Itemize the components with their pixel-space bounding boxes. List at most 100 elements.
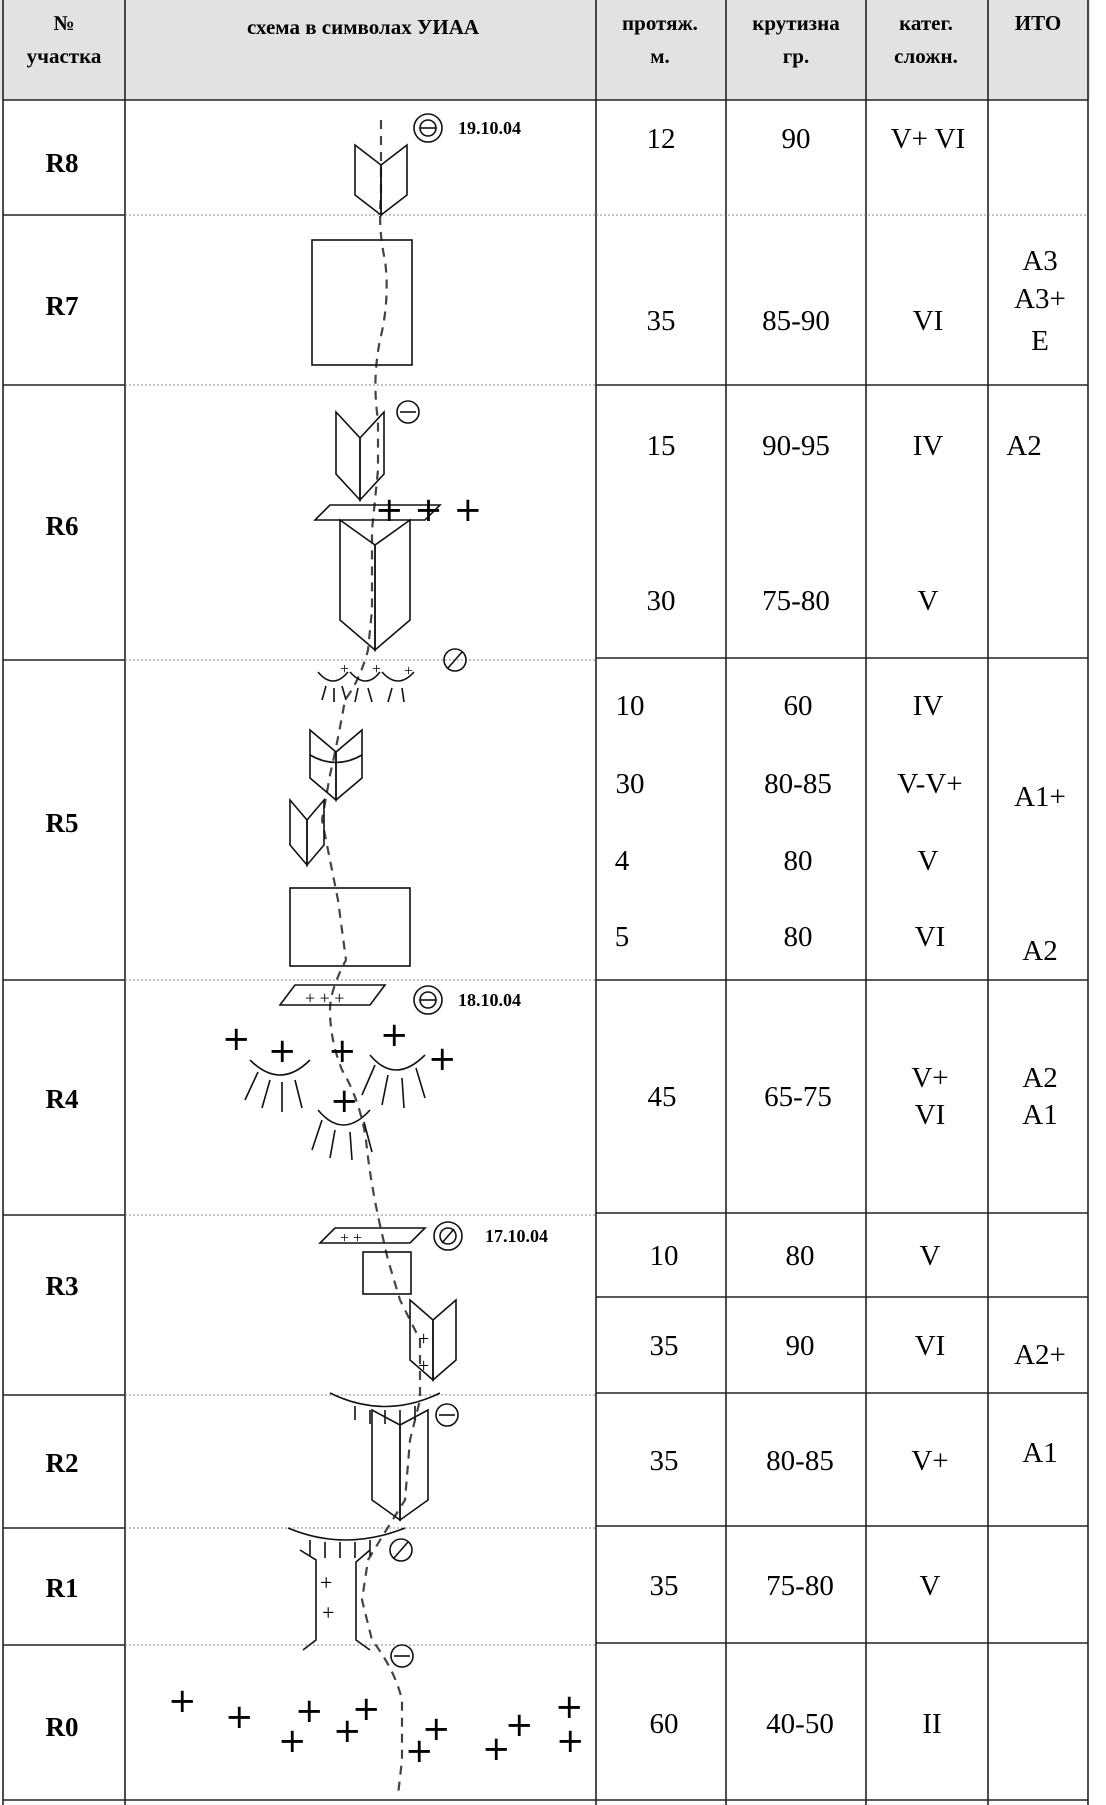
r1-steepness: 75-80: [766, 1570, 834, 1602]
r2-length: 35: [650, 1445, 679, 1477]
r5c-steepness: 80: [784, 845, 813, 877]
header-category-2: сложн.: [894, 44, 958, 68]
r5c-length: 4: [615, 845, 630, 877]
r7-category: VI: [913, 305, 944, 337]
r7-ito-1: A3: [1022, 245, 1057, 277]
svg-text:+ +: + +: [340, 1230, 362, 1247]
svg-text:+: +: [555, 1687, 584, 1727]
r5a-steepness: 60: [784, 690, 813, 722]
svg-text:+: +: [422, 1709, 451, 1749]
svg-text:+: +: [168, 1681, 197, 1721]
r3a-steepness: 80: [786, 1240, 815, 1272]
r0-steepness: 40-50: [766, 1708, 834, 1740]
svg-text:+: +: [418, 1328, 429, 1350]
svg-text:+: +: [278, 1721, 307, 1761]
r4-steepness: 65-75: [764, 1081, 832, 1113]
svg-text:+: +: [404, 663, 413, 680]
svg-text:+: +: [222, 1019, 251, 1059]
ledge-icon-r3: + +: [318, 1227, 427, 1247]
r4-length: 45: [648, 1081, 677, 1113]
header-category-1: катег.: [899, 11, 953, 35]
r7-ito-3: E: [1031, 325, 1049, 357]
r6a-ito: A2: [1006, 430, 1041, 462]
r3b-steepness: 90: [786, 1330, 815, 1362]
overhang-icon-r2: [329, 1392, 441, 1424]
r2-steepness: 80-85: [766, 1445, 834, 1477]
r5d-steepness: 80: [784, 921, 813, 953]
r4-ito-1: A2: [1022, 1062, 1057, 1094]
r7-length: 35: [647, 305, 676, 337]
bivouac-lying-icon-r5: [443, 648, 467, 672]
bivouac-lying-icon-r1: [389, 1538, 413, 1562]
wall-icon-r7: [311, 239, 413, 366]
section-r2: R2: [46, 1448, 79, 1478]
svg-text:+: +: [295, 1691, 324, 1731]
r3b-category: VI: [915, 1330, 946, 1362]
header-scheme: схема в символах УИАА: [247, 15, 480, 39]
r5d-ito: A2: [1022, 935, 1057, 967]
svg-text:+ + +: + + +: [305, 988, 344, 1008]
svg-text:+: +: [328, 1031, 357, 1071]
r6a-length: 15: [647, 430, 676, 462]
data-cells: 12 90 V+ VI 35 85-90 VI A3 A3+ E 15 90-9…: [615, 123, 1066, 1740]
svg-text:+: +: [556, 1721, 585, 1761]
svg-text:+: +: [322, 1600, 334, 1625]
scree-icon-r0: + + + + + + + + + + + +: [168, 1681, 585, 1771]
svg-text:+: +: [268, 1031, 297, 1071]
bivouac-sitting-icon-r0: [390, 1644, 414, 1668]
bivouac-sitting-icon-r8: [413, 113, 443, 143]
r4-category-2: VI: [915, 1099, 946, 1131]
svg-text:+: +: [225, 1697, 254, 1737]
r0-length: 60: [650, 1708, 679, 1740]
block-icon-r3: [362, 1251, 412, 1295]
bivouac-lying-icon-r3: [433, 1221, 463, 1251]
prism-icon-r2: [371, 1408, 429, 1522]
r3b-ito: A2+: [1014, 1339, 1066, 1371]
section-r1: R1: [46, 1573, 79, 1603]
section-labels: R8 R7 R6 R5 R4 R3 R2 R1 R0: [46, 148, 79, 1742]
r3a-length: 10: [650, 1240, 679, 1272]
r5b-category: V-V+: [897, 768, 962, 800]
ledge-icon-r4: + + +: [278, 984, 387, 1008]
date-17-10-04: 17.10.04: [485, 1226, 548, 1246]
r4-ito-2: A1: [1022, 1099, 1057, 1131]
uiaa-scheme-drawing: 19.10.04 + + + + + +: [168, 113, 585, 1796]
corner-icon-r5b: [289, 797, 325, 868]
section-r4: R4: [46, 1084, 79, 1114]
svg-text:+: +: [352, 1689, 381, 1729]
r5b-ito: A1+: [1014, 781, 1066, 813]
header-length-1: протяж.: [622, 11, 698, 35]
svg-text:+: +: [333, 1711, 362, 1751]
r5b-length: 30: [616, 768, 645, 800]
r3a-category: V: [920, 1240, 941, 1272]
date-19-10-04: 19.10.04: [458, 118, 521, 138]
svg-text:+: +: [372, 661, 381, 678]
ledge-icon-r6: + + +: [313, 490, 482, 530]
svg-text:+: +: [405, 1731, 434, 1771]
svg-text:+: +: [505, 1705, 534, 1745]
r8-length: 12: [647, 123, 676, 155]
svg-text:+: +: [380, 1015, 409, 1055]
overhang-icon-r1: [287, 1527, 406, 1558]
bivouac-sitting-icon-r6: [396, 400, 420, 424]
r8-steepness: 90: [782, 123, 811, 155]
r1-category: V: [920, 1570, 941, 1602]
r6b-steepness: 75-80: [762, 585, 830, 617]
bivouac-sitting-icon-r4: [413, 985, 443, 1015]
r7-ito-2: A3+: [1014, 283, 1066, 315]
r6b-length: 30: [647, 585, 676, 617]
svg-text:+: +: [320, 1570, 332, 1595]
r5b-steepness: 80-85: [764, 768, 832, 800]
header-no-2: участка: [27, 44, 102, 68]
bivouac-sitting-icon-r2: [435, 1403, 459, 1427]
table-header: № участка схема в символах УИАА протяж. …: [27, 11, 1062, 68]
prism-icon-r6: [339, 518, 411, 652]
header-steepness-1: крутизна: [752, 11, 840, 35]
r6b-category: V: [918, 585, 939, 617]
overhang-group-r4: + + + + + +: [222, 1015, 457, 1161]
section-r8: R8: [46, 148, 79, 178]
r5a-category: IV: [913, 690, 944, 722]
section-r3: R3: [46, 1271, 79, 1301]
